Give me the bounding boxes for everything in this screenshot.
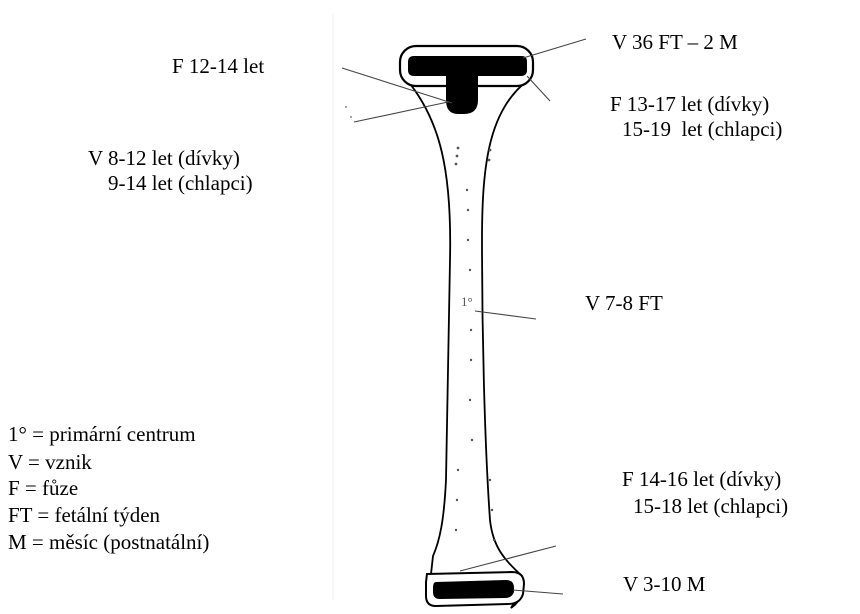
label-top-right-fusion-girls: F 13-17 let (dívky) [610, 92, 769, 116]
bone-outline [407, 80, 528, 608]
legend-item-primary-center: 1° = primární centrum [8, 422, 196, 446]
distal-ossification-center [433, 580, 514, 599]
legend-item-month: M = měsíc (postnatální) [8, 530, 209, 554]
leader-top-right-fusion [527, 76, 550, 101]
label-left-onset-girls: V 8-12 let (dívky) [88, 146, 240, 170]
label-left-onset-boys: 9-14 let (chlapci) [108, 171, 253, 195]
label-primary-center-onset: V 7-8 FT [585, 291, 663, 315]
label-bottom-right-fusion-girls: F 14-16 let (dívky) [622, 467, 781, 491]
label-bottom-right-onset: V 3-10 M [623, 572, 705, 596]
legend-item-fetal-week: FT = fetální týden [8, 503, 160, 527]
scan-specks [345, 106, 352, 118]
leader-primary-center [475, 311, 536, 319]
label-top-right-onset: V 36 FT – 2 M [612, 30, 738, 54]
label-top-right-fusion-boys: 15-19 let (chlapci) [622, 117, 782, 141]
leader-top-right-onset [523, 39, 586, 58]
legend-item-fusion: F = fůze [8, 476, 78, 500]
legend-item-onset: V = vznik [8, 450, 92, 474]
label-bottom-right-fusion-boys: 15-18 let (chlapci) [633, 494, 788, 518]
primary-center-mark: 1° [461, 294, 473, 309]
label-top-left-fusion: F 12-14 let [172, 54, 264, 78]
